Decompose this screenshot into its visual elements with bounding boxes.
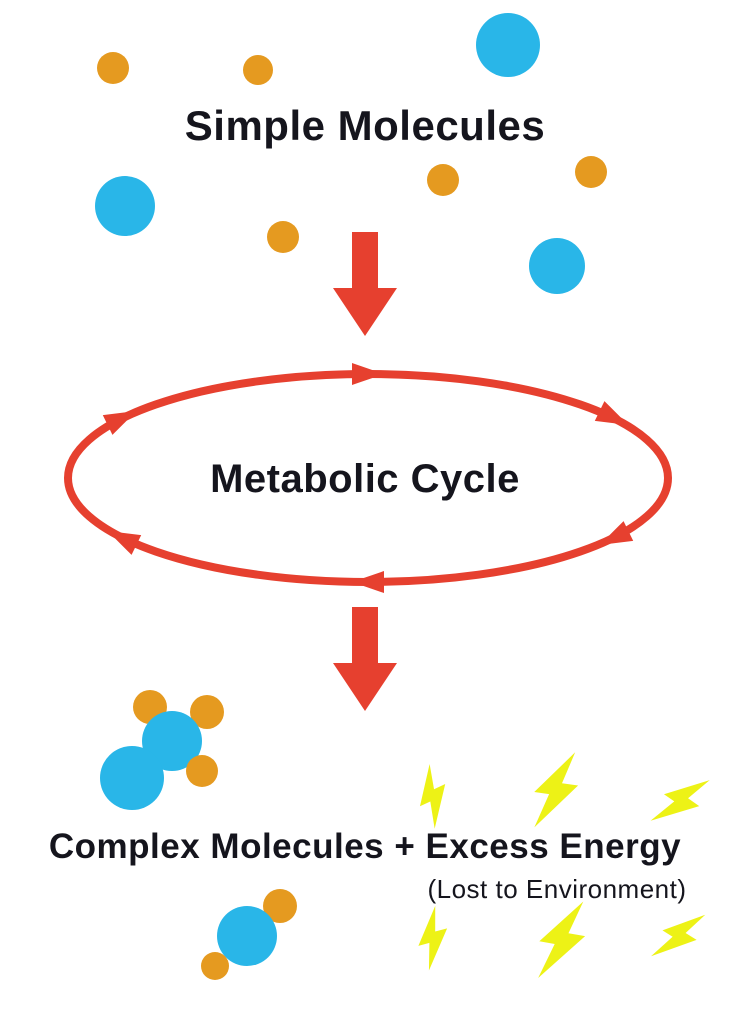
down-arrow-output-icon: [333, 607, 397, 711]
energy-bolts-group: [405, 747, 715, 985]
energy-bolt-icon: [647, 899, 711, 973]
energy-bolt-icon: [405, 761, 461, 831]
orange-molecule: [186, 755, 218, 787]
complex-molecules-label: Complex Molecules + Excess Energy: [49, 827, 681, 866]
blue-molecule: [476, 13, 540, 77]
orange-molecule: [427, 164, 459, 196]
energy-bolt-icon: [529, 747, 583, 833]
simple-molecules-label: Simple Molecules: [185, 102, 545, 149]
cycle-direction-arrowhead-icon: [352, 363, 384, 385]
lost-to-environment-label: (Lost to Environment): [427, 874, 686, 904]
orange-molecule: [243, 55, 273, 85]
blue-molecule: [529, 238, 585, 294]
orange-molecule: [267, 221, 299, 253]
blue-molecule: [142, 711, 202, 771]
energy-bolt-icon: [409, 904, 457, 972]
orange-molecule: [190, 695, 224, 729]
complex-molecules-group: [100, 690, 297, 980]
cycle-direction-arrowhead-icon: [352, 571, 384, 593]
blue-molecule: [100, 746, 164, 810]
blue-molecule: [95, 176, 155, 236]
orange-molecule: [575, 156, 607, 188]
metabolic-cycle-label: Metabolic Cycle: [210, 457, 520, 501]
orange-molecule: [201, 952, 229, 980]
simple-molecules-group: [95, 13, 607, 294]
orange-molecule: [97, 52, 129, 84]
orange-molecule: [263, 889, 297, 923]
energy-bolt-icon: [533, 895, 591, 985]
down-arrow-input-icon: [333, 232, 397, 336]
blue-molecule: [217, 906, 277, 966]
